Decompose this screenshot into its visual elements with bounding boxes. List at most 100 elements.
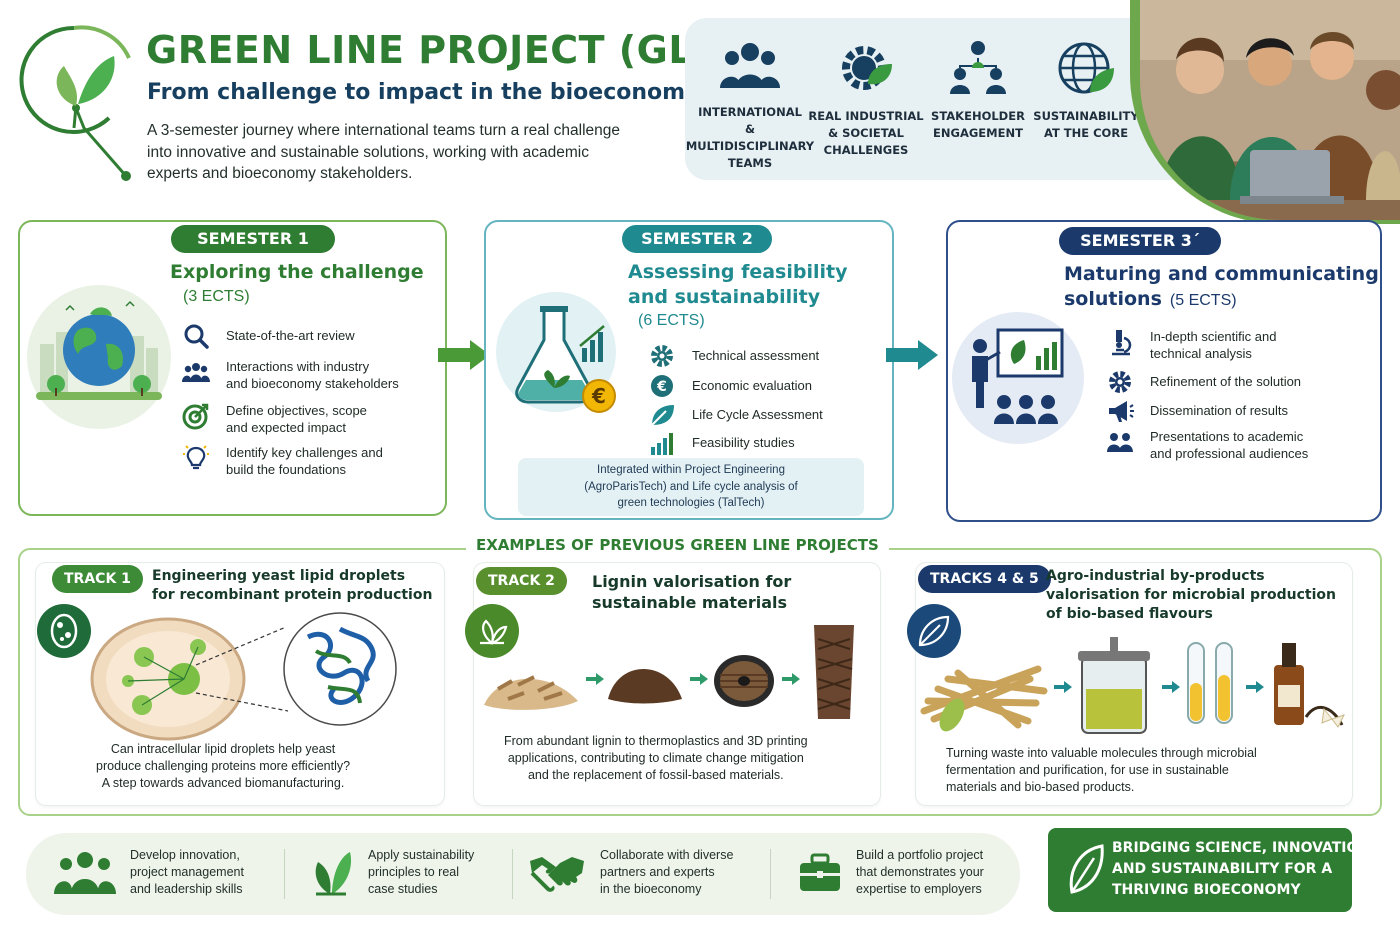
- semester-3-title: Maturing and communicating solutions(5 E…: [1064, 263, 1379, 310]
- track-4-5-description: Turning waste into valuable molecules th…: [946, 746, 1257, 794]
- semester-1-badge: SEMESTER 1: [171, 225, 335, 253]
- semester-2-item: € Economic evaluation: [648, 372, 812, 400]
- semester-3-card: SEMESTER 3´ Maturing and communicating s…: [946, 220, 1382, 522]
- semester-3-item: Dissemination of results: [1106, 397, 1288, 425]
- semester-3-ects: (5 ECTS): [1169, 292, 1237, 309]
- group-icon: [54, 851, 116, 894]
- briefcase-icon: [800, 853, 840, 891]
- network-people-icon: [950, 41, 1006, 94]
- leaf-circle-icon: [907, 604, 961, 658]
- presentation-illustration: [952, 312, 1084, 444]
- globe-leaf-icon: [1058, 42, 1114, 94]
- target-icon: [182, 403, 209, 430]
- divider: [284, 849, 285, 899]
- earth-city-illustration: [27, 285, 171, 429]
- gear-leaf-icon: [842, 46, 892, 90]
- euro-icon: €: [651, 375, 673, 397]
- cell-icon: [37, 604, 91, 658]
- leaf-icon: [1069, 844, 1104, 894]
- page-subtitle: From challenge to impact in the bioecono…: [147, 80, 700, 105]
- lignin-process-illustration: [484, 625, 854, 719]
- semester-1-ects: (3 ECTS): [183, 288, 250, 305]
- gear-icon: [1109, 371, 1131, 393]
- semester-2-ects: (6 ECTS): [638, 312, 705, 329]
- bar-chart-icon: [651, 433, 673, 455]
- semester-2-badge: SEMESTER 2: [622, 225, 772, 253]
- semester-1-item: State-of-the-art review: [182, 322, 355, 350]
- flavour-process-illustration: [920, 637, 1345, 734]
- divider: [770, 849, 771, 899]
- intro-line: A 3-semester journey where international…: [147, 122, 621, 139]
- semester-2-item: Technical assessment: [648, 342, 819, 370]
- arrow-right-icon: [886, 340, 938, 370]
- semester-2-item: Life Cycle Assessment: [648, 401, 823, 429]
- sprout-icon: [315, 851, 352, 895]
- page-title: GREEN LINE PROJECT (GLP): [146, 28, 740, 72]
- gear-icon: [651, 345, 673, 367]
- people-icon: [182, 363, 210, 382]
- semester-3-badge: SEMESTER 3´: [1059, 227, 1221, 255]
- yeast-protein-illustration: [90, 612, 397, 741]
- semester-1-card: SEMESTER 1 Exploring the challenge (3 EC…: [18, 220, 447, 516]
- megaphone-icon: [1109, 401, 1134, 422]
- people-icon: [1107, 433, 1133, 452]
- glp-logo: [19, 25, 131, 181]
- semester-3-item: Refinement of the solution: [1106, 368, 1301, 396]
- svg-text:€: €: [591, 384, 606, 408]
- students-photo: [1140, 0, 1400, 220]
- track-2-badge: TRACK 2: [476, 567, 567, 595]
- seedling-icon: [465, 604, 519, 658]
- semester-2-item: Feasibility studies: [648, 429, 795, 457]
- track-1-description: Can intracellular lipid droplets help ye…: [96, 742, 351, 790]
- lightbulb-icon: [183, 445, 209, 470]
- leaf-icon: [651, 405, 674, 426]
- track-1-card: TRACK 1 Engineering yeast lipid droplets…: [36, 563, 444, 805]
- search-icon: [184, 324, 209, 349]
- divider: [512, 849, 513, 899]
- track-4-5-badge: TRACKS 4 & 5: [918, 565, 1051, 593]
- intro-line: into innovative and sustainable solution…: [147, 143, 589, 161]
- flask-euro-illustration: €: [496, 292, 616, 413]
- intro-text: A 3-semester journey where international…: [147, 120, 657, 185]
- integration-note: Integrated within Project Engineering (A…: [518, 458, 864, 516]
- intro-line: experts and bioeconomy stakeholders.: [147, 165, 413, 182]
- arrow-right-icon: [438, 340, 490, 370]
- svg-text:€: €: [656, 379, 667, 395]
- examples-heading: EXAMPLES OF PREVIOUS GREEN LINE PROJECTS: [466, 536, 889, 554]
- handshake-icon: [530, 856, 584, 892]
- track-1-badge: TRACK 1: [52, 565, 143, 593]
- team-icon: [720, 43, 780, 88]
- microscope-icon: [1112, 330, 1132, 356]
- semester-1-title: Exploring the challenge: [170, 261, 424, 283]
